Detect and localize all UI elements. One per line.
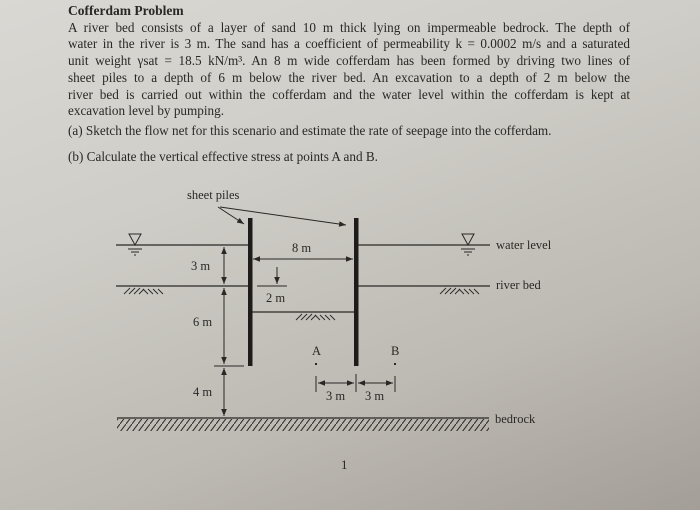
- bedrock-label: bedrock: [495, 412, 536, 426]
- below-pile-label: 4 m: [193, 385, 212, 399]
- paragraph-line: river bed is carried out within the coff…: [68, 86, 630, 102]
- sheet-pile-left: [248, 218, 253, 366]
- excavation-depth-label: 2 m: [266, 291, 285, 305]
- sheet-piles-label: sheet piles: [187, 188, 240, 202]
- paragraph-line: excavation level by pumping.: [68, 103, 225, 119]
- water-depth-label: 3 m: [191, 259, 210, 273]
- problem-statement: Cofferdam Problem A river bed consists o…: [68, 3, 630, 120]
- soil-hatch-left: [123, 287, 164, 295]
- pointer-arrow-right-pile: [219, 206, 347, 227]
- bedrock-hatch: [117, 419, 489, 431]
- point-b-label: B: [391, 344, 399, 358]
- question-list: (a) Sketch the flow net for this scenari…: [68, 123, 551, 175]
- b-offset-label: 3 m: [365, 389, 384, 403]
- sheet-pile-right: [354, 218, 359, 366]
- point-b-marker: [394, 363, 396, 365]
- river-bed-label: river bed: [496, 278, 542, 292]
- page-number: 1: [341, 457, 348, 472]
- paragraph-line: unit weight γsat = 18.5 kN/m³. An 8 m wi…: [68, 53, 630, 69]
- soil-hatch-right: [439, 287, 480, 295]
- pile-embedment-label: 6 m: [193, 315, 212, 329]
- problem-title: Cofferdam Problem: [68, 3, 184, 18]
- point-a-marker: [315, 363, 317, 365]
- water-level-symbol-left: [128, 233, 142, 256]
- problem-paragraph: A river bed consists of a layer of sand …: [68, 20, 630, 120]
- soil-hatch-excavation: [295, 313, 336, 321]
- paragraph-line: A river bed consists of a layer of sand …: [68, 19, 630, 35]
- point-a-label: A: [312, 344, 321, 358]
- question-a: (a) Sketch the flow net for this scenari…: [68, 123, 552, 138]
- width-dimension-label: 8 m: [292, 241, 311, 255]
- water-level-symbol-right: [461, 233, 475, 256]
- a-offset-label: 3 m: [326, 389, 345, 403]
- paragraph-line: sheet piles to a depth of 6 m below the …: [68, 69, 630, 85]
- paragraph-line: water in the river is 3 m. The sand has …: [68, 36, 630, 52]
- water-level-label: water level: [496, 238, 552, 252]
- pointer-arrow-left-pile: [217, 206, 245, 225]
- question-b: (b) Calculate the vertical effective str…: [68, 149, 378, 164]
